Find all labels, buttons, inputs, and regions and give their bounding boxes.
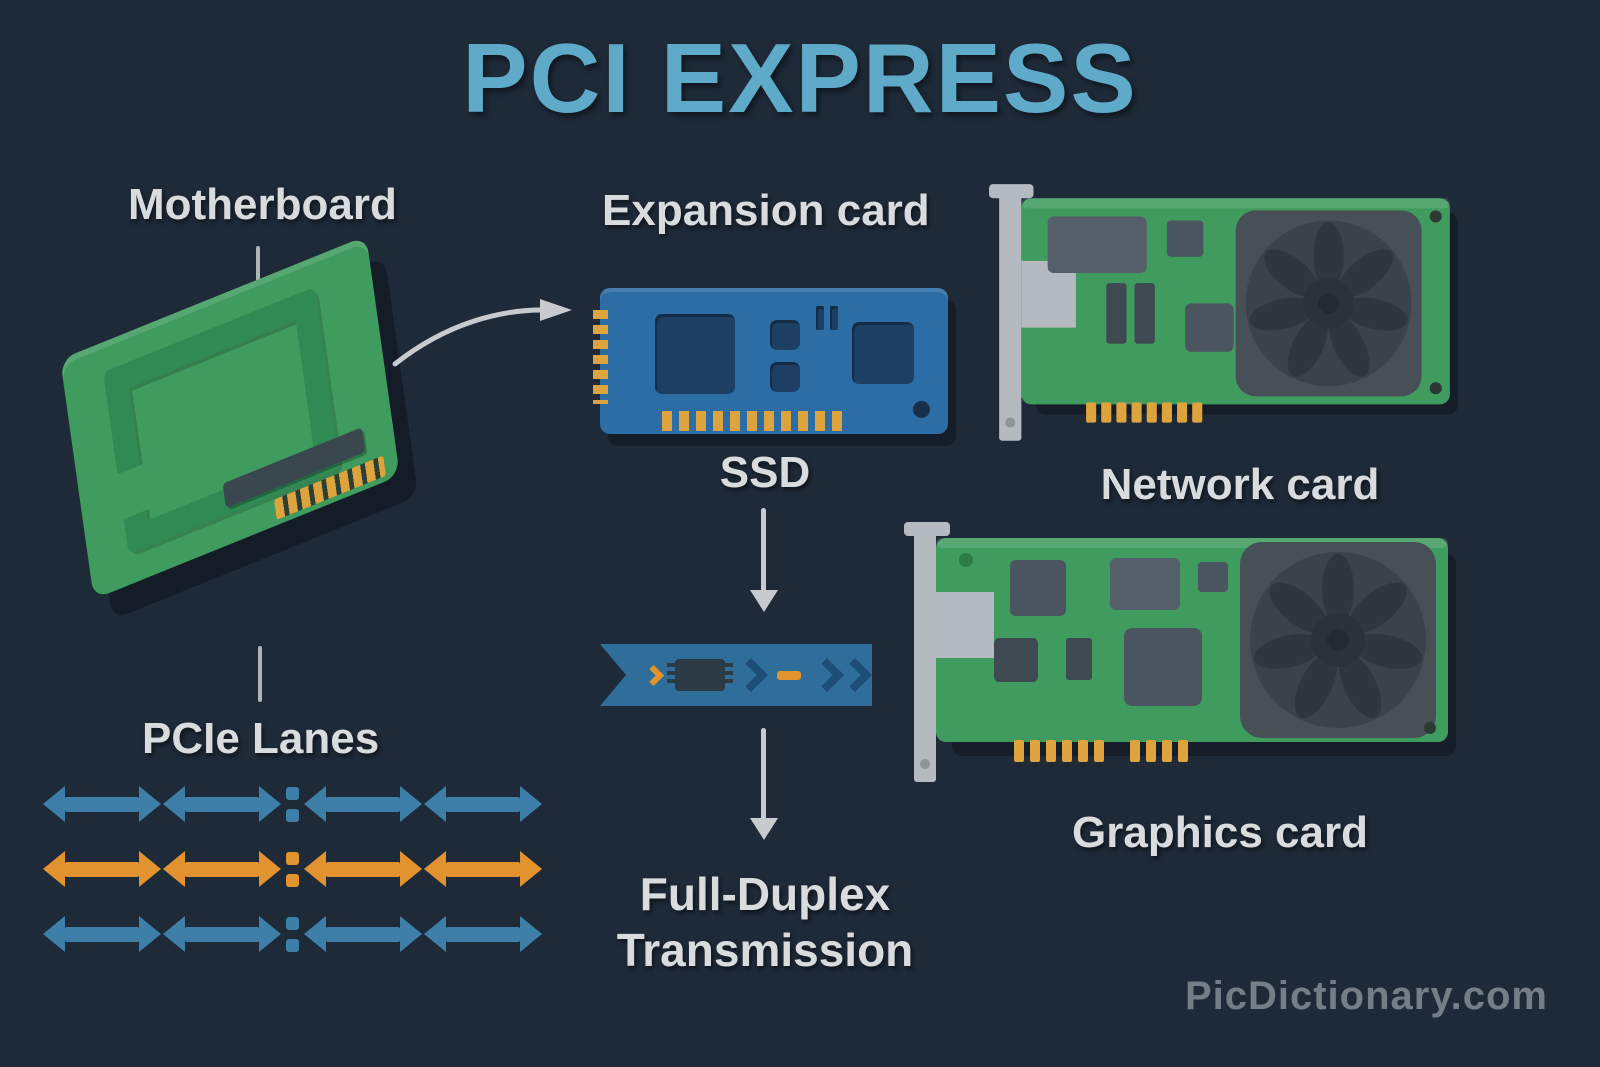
arrow-down-icon xyxy=(761,728,766,820)
card-port xyxy=(936,592,994,658)
fan xyxy=(1240,542,1436,738)
graphics-card-illustration xyxy=(904,522,1456,782)
chip-icon xyxy=(667,659,733,691)
edge-connector-gold-fingers xyxy=(1086,402,1203,423)
ssd-component xyxy=(816,306,824,330)
chevron-right-icon xyxy=(734,658,768,692)
label-connector-line xyxy=(258,646,262,702)
motherboard-trace-ridge xyxy=(103,286,341,554)
bidirectional-arrow-icon xyxy=(446,926,520,942)
full-duplex-line1: Full-Duplex xyxy=(639,868,891,920)
network-card-label: Network card xyxy=(1100,460,1380,509)
label-connector-line xyxy=(256,246,260,306)
card-bracket xyxy=(904,522,950,782)
pcie-lanes-label: PCIe Lanes xyxy=(142,714,380,763)
bidirectional-arrow-icon xyxy=(65,861,139,877)
bidirectional-arrow-icon xyxy=(446,861,520,877)
card-chips xyxy=(994,558,1228,706)
ssd-controller-chip xyxy=(655,314,735,394)
bidirectional-arrow-icon xyxy=(185,861,259,877)
bidirectional-arrow-icon xyxy=(185,926,259,942)
ssd-side-pins xyxy=(593,310,608,404)
bidirectional-arrow-icon xyxy=(185,796,259,812)
lane-separator-dots xyxy=(286,851,299,887)
fan-blades xyxy=(1254,554,1422,719)
network-card-illustration xyxy=(989,184,1458,441)
edge-connector-gold-fingers xyxy=(1014,740,1188,762)
lane-separator-dots xyxy=(286,786,299,822)
card-bracket xyxy=(989,184,1034,441)
screw-hole xyxy=(1429,210,1442,223)
fan-blades xyxy=(1249,222,1408,377)
bidirectional-arrow-icon xyxy=(65,926,139,942)
pcie-lane-row xyxy=(42,786,543,822)
bidirectional-arrow-icon xyxy=(326,861,400,877)
ssd-edge-connector-pins xyxy=(662,411,844,431)
motherboard-label: Motherboard xyxy=(128,180,397,229)
watermark: PicDictionary.com xyxy=(1184,974,1548,1018)
pcie-lanes-diagram xyxy=(42,786,543,981)
ssd-expansion-card-illustration xyxy=(593,288,948,434)
bidirectional-arrow-icon xyxy=(326,796,400,812)
full-duplex-label: Full-Duplex Transmission xyxy=(555,866,975,978)
page-title: PCI EXPRESS xyxy=(462,23,1138,133)
chevron-right-icon xyxy=(642,664,665,686)
ssd-chip xyxy=(770,362,800,392)
ssd-label: SSD xyxy=(719,448,811,497)
graphics-card-label: Graphics card xyxy=(1072,808,1368,857)
motherboard-pcb xyxy=(60,235,400,600)
bidirectional-arrow-icon xyxy=(446,796,520,812)
fan xyxy=(1235,210,1422,397)
expansion-card-label: Expansion card xyxy=(602,186,930,235)
ssd-screw-hole xyxy=(913,401,930,418)
full-duplex-line2: Transmission xyxy=(616,924,914,977)
screw-hole xyxy=(1424,722,1436,734)
pcie-lane-row xyxy=(42,851,543,887)
pcie-lane-strip-illustration xyxy=(600,644,872,706)
ssd-chip xyxy=(770,320,800,350)
pcie-lane-row xyxy=(42,916,543,952)
arrow-down-icon xyxy=(761,508,766,592)
ssd-component xyxy=(830,306,838,330)
arrow-right-icon xyxy=(392,299,572,367)
pcb-hole xyxy=(959,553,973,567)
screw-hole xyxy=(1429,382,1442,395)
bidirectional-arrow-icon xyxy=(65,796,139,812)
lane-dash-icon xyxy=(777,670,801,680)
chevron-right-icon xyxy=(838,658,872,692)
ssd-memory-chip xyxy=(852,322,914,384)
bidirectional-arrow-icon xyxy=(326,926,400,942)
lane-separator-dots xyxy=(286,916,299,952)
